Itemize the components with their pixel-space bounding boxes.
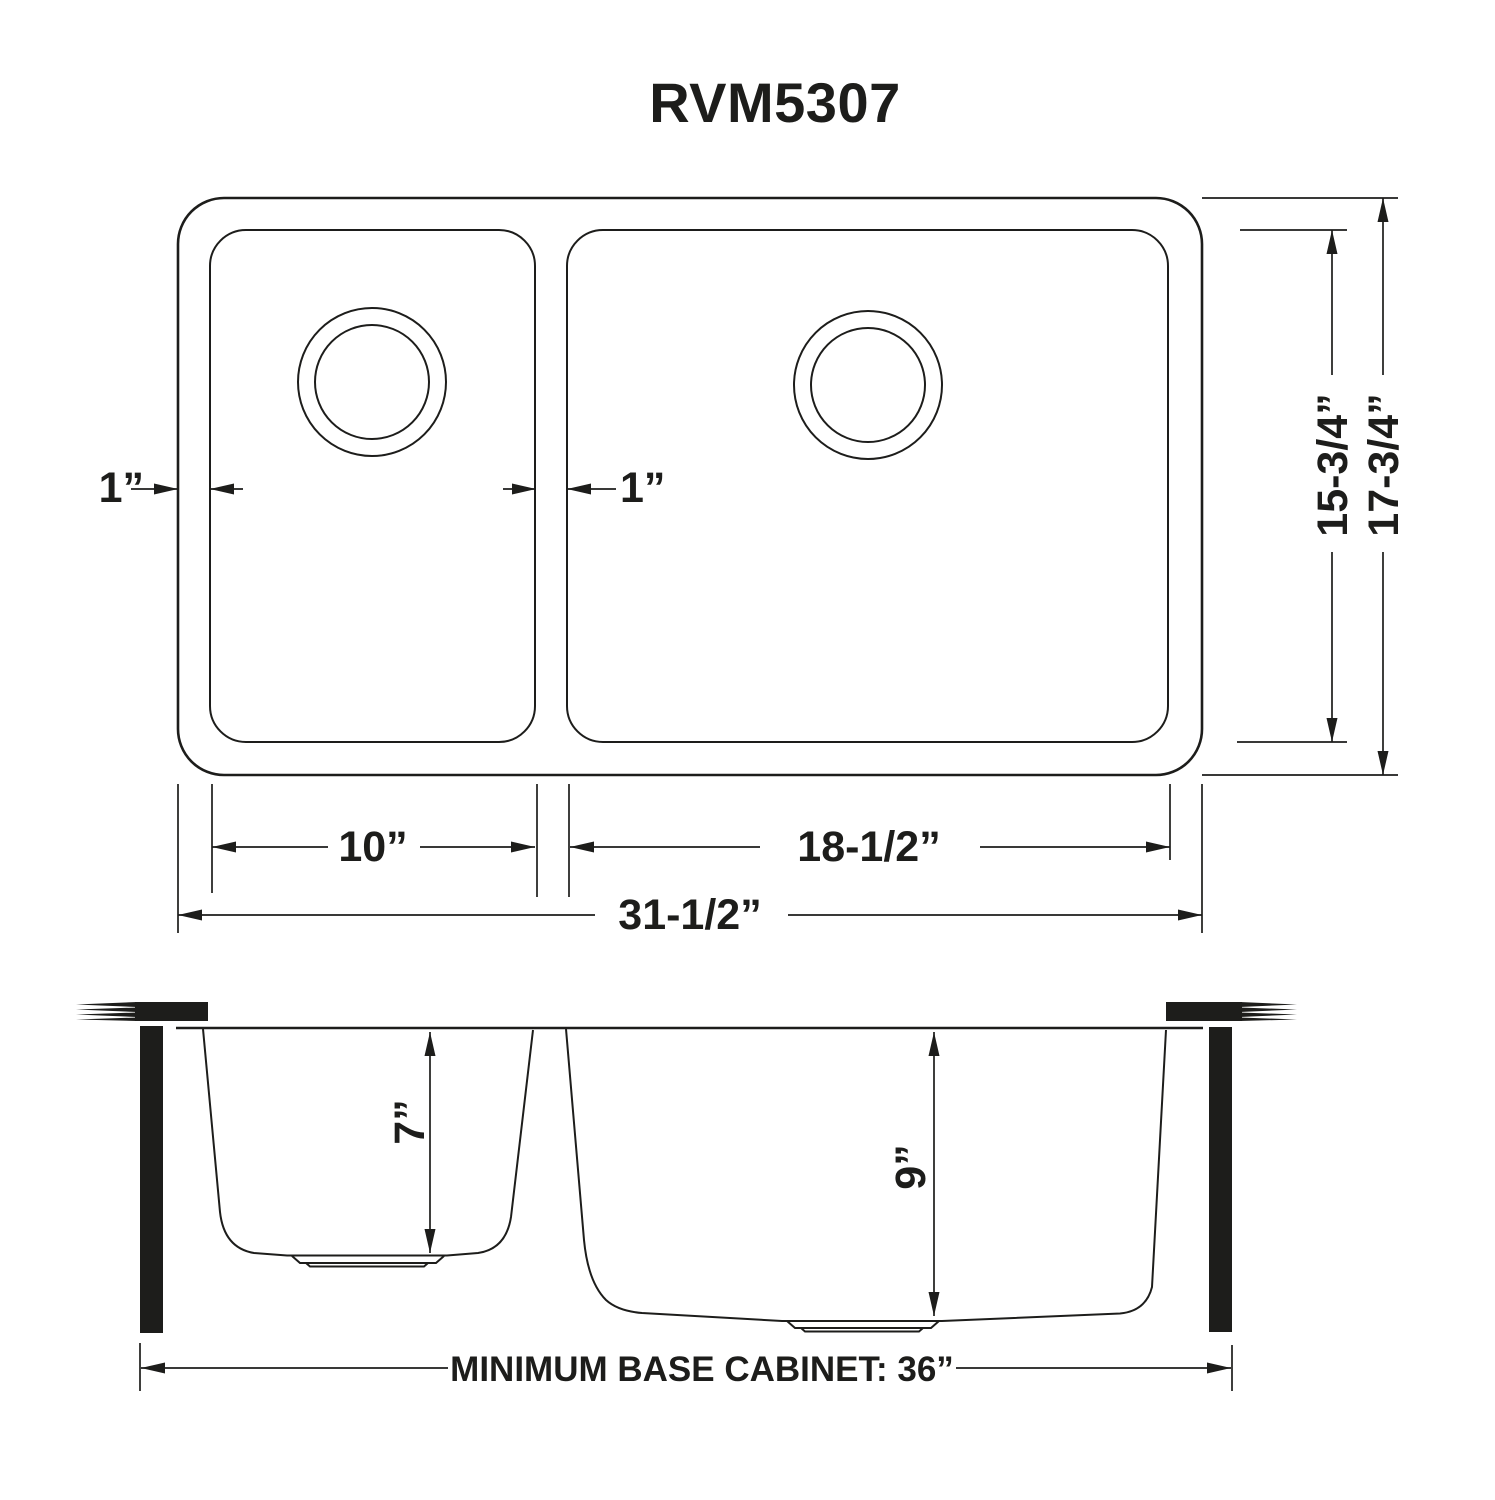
dim-label-right-bowl-depth: 9” bbox=[887, 1144, 935, 1189]
arrowhead-right-icon bbox=[1178, 909, 1202, 921]
left-drain-outer-ring bbox=[297, 307, 447, 457]
dim-label-divider: 1” bbox=[620, 464, 665, 512]
arrowhead-down-icon bbox=[1326, 718, 1338, 742]
break-line-icon bbox=[76, 1017, 137, 1021]
arrowhead-down-icon bbox=[928, 1292, 940, 1316]
arrowhead-right-icon bbox=[154, 483, 178, 495]
dim-label-overall-width: 31-1/2” bbox=[618, 891, 761, 939]
left-bowl-section bbox=[202, 1028, 534, 1257]
left-bowl bbox=[209, 229, 536, 743]
countertop-slab bbox=[1166, 1002, 1242, 1021]
arrowhead-left-icon bbox=[178, 909, 202, 921]
dim-left-rim: 1” bbox=[99, 464, 243, 512]
right-drain-outer-ring bbox=[793, 310, 943, 460]
break-line-icon bbox=[1240, 1007, 1297, 1012]
dim-label-overall-front-to-back: 17-3/4” bbox=[1360, 393, 1408, 536]
dim-right-bowl-depth: 9” bbox=[887, 1032, 940, 1316]
drain-flange bbox=[305, 1262, 429, 1268]
arrowhead-left-icon bbox=[210, 483, 234, 495]
drain-flange bbox=[786, 1320, 940, 1329]
arrowhead-right-icon bbox=[511, 841, 535, 853]
arrowhead-left-icon bbox=[212, 841, 236, 853]
countertop-left bbox=[76, 1002, 208, 1021]
side-view: 7” 9” MINIMUM BASE CABINET: 36” bbox=[76, 1002, 1297, 1391]
arrowhead-up-icon bbox=[928, 1032, 940, 1056]
arrowhead-down-icon bbox=[424, 1229, 436, 1253]
dim-label-left-bowl-width: 10” bbox=[338, 823, 407, 871]
arrowhead-down-icon bbox=[1377, 751, 1389, 775]
sink-outer-rim bbox=[176, 196, 1204, 777]
arrowhead-right-icon bbox=[1146, 841, 1170, 853]
extension-lines-right bbox=[1202, 197, 1398, 776]
cabinet-wall-right bbox=[1209, 1027, 1232, 1332]
break-line-icon bbox=[1240, 1002, 1297, 1007]
dim-label-bowl-front-to-back: 15-3/4” bbox=[1309, 393, 1357, 536]
arrowhead-left-icon bbox=[141, 1362, 165, 1374]
break-line-icon bbox=[76, 1007, 137, 1012]
dim-overall-width: 31-1/2” bbox=[178, 891, 1202, 939]
countertop-right bbox=[1166, 1002, 1297, 1021]
top-view: 1” 1” 10” bbox=[99, 196, 1408, 939]
dim-right-bowl-width: 18-1/2” bbox=[570, 823, 1170, 871]
right-drain-inner-ring bbox=[810, 327, 926, 443]
dim-base-cabinet: MINIMUM BASE CABINET: 36” bbox=[139, 1343, 1233, 1391]
dim-divider: 1” bbox=[503, 464, 665, 512]
dim-left-bowl-depth: 7” bbox=[386, 1032, 436, 1253]
dim-label-left-bowl-depth: 7” bbox=[386, 1099, 434, 1144]
break-line-icon bbox=[1240, 1012, 1297, 1017]
arrowhead-up-icon bbox=[1377, 198, 1389, 222]
dim-label-base-cabinet: MINIMUM BASE CABINET: 36” bbox=[450, 1350, 954, 1389]
cabinet-wall-left bbox=[140, 1026, 163, 1333]
drawing-title: RVM5307 bbox=[649, 71, 901, 134]
countertop-slab bbox=[135, 1002, 208, 1021]
break-line-icon bbox=[1240, 1017, 1297, 1021]
arrowhead-right-icon bbox=[1207, 1362, 1231, 1374]
left-drain bbox=[297, 307, 447, 457]
dim-left-bowl-width: 10” bbox=[212, 823, 535, 871]
arrowhead-left-icon bbox=[567, 483, 591, 495]
dim-overall-front-to-back: 17-3/4” bbox=[1360, 198, 1408, 775]
break-line-icon bbox=[76, 1012, 137, 1017]
right-bowl bbox=[566, 229, 1169, 743]
drain-flange bbox=[291, 1255, 445, 1264]
right-drain bbox=[793, 310, 943, 460]
break-line-icon bbox=[76, 1002, 137, 1007]
left-drain-inner-ring bbox=[314, 324, 430, 440]
arrowhead-left-icon bbox=[570, 841, 594, 853]
dim-label-right-bowl-width: 18-1/2” bbox=[797, 823, 940, 871]
arrowhead-up-icon bbox=[1326, 230, 1338, 254]
right-drain-fitting bbox=[786, 1320, 940, 1333]
dim-label-left-rim: 1” bbox=[99, 464, 144, 512]
drain-flange bbox=[800, 1327, 924, 1333]
arrowhead-right-icon bbox=[512, 483, 536, 495]
right-bowl-section bbox=[565, 1028, 1167, 1322]
left-drain-fitting bbox=[291, 1255, 445, 1268]
arrowhead-up-icon bbox=[424, 1032, 436, 1056]
dim-bowl-front-to-back: 15-3/4” bbox=[1309, 230, 1357, 742]
extension-lines bbox=[177, 784, 1203, 933]
